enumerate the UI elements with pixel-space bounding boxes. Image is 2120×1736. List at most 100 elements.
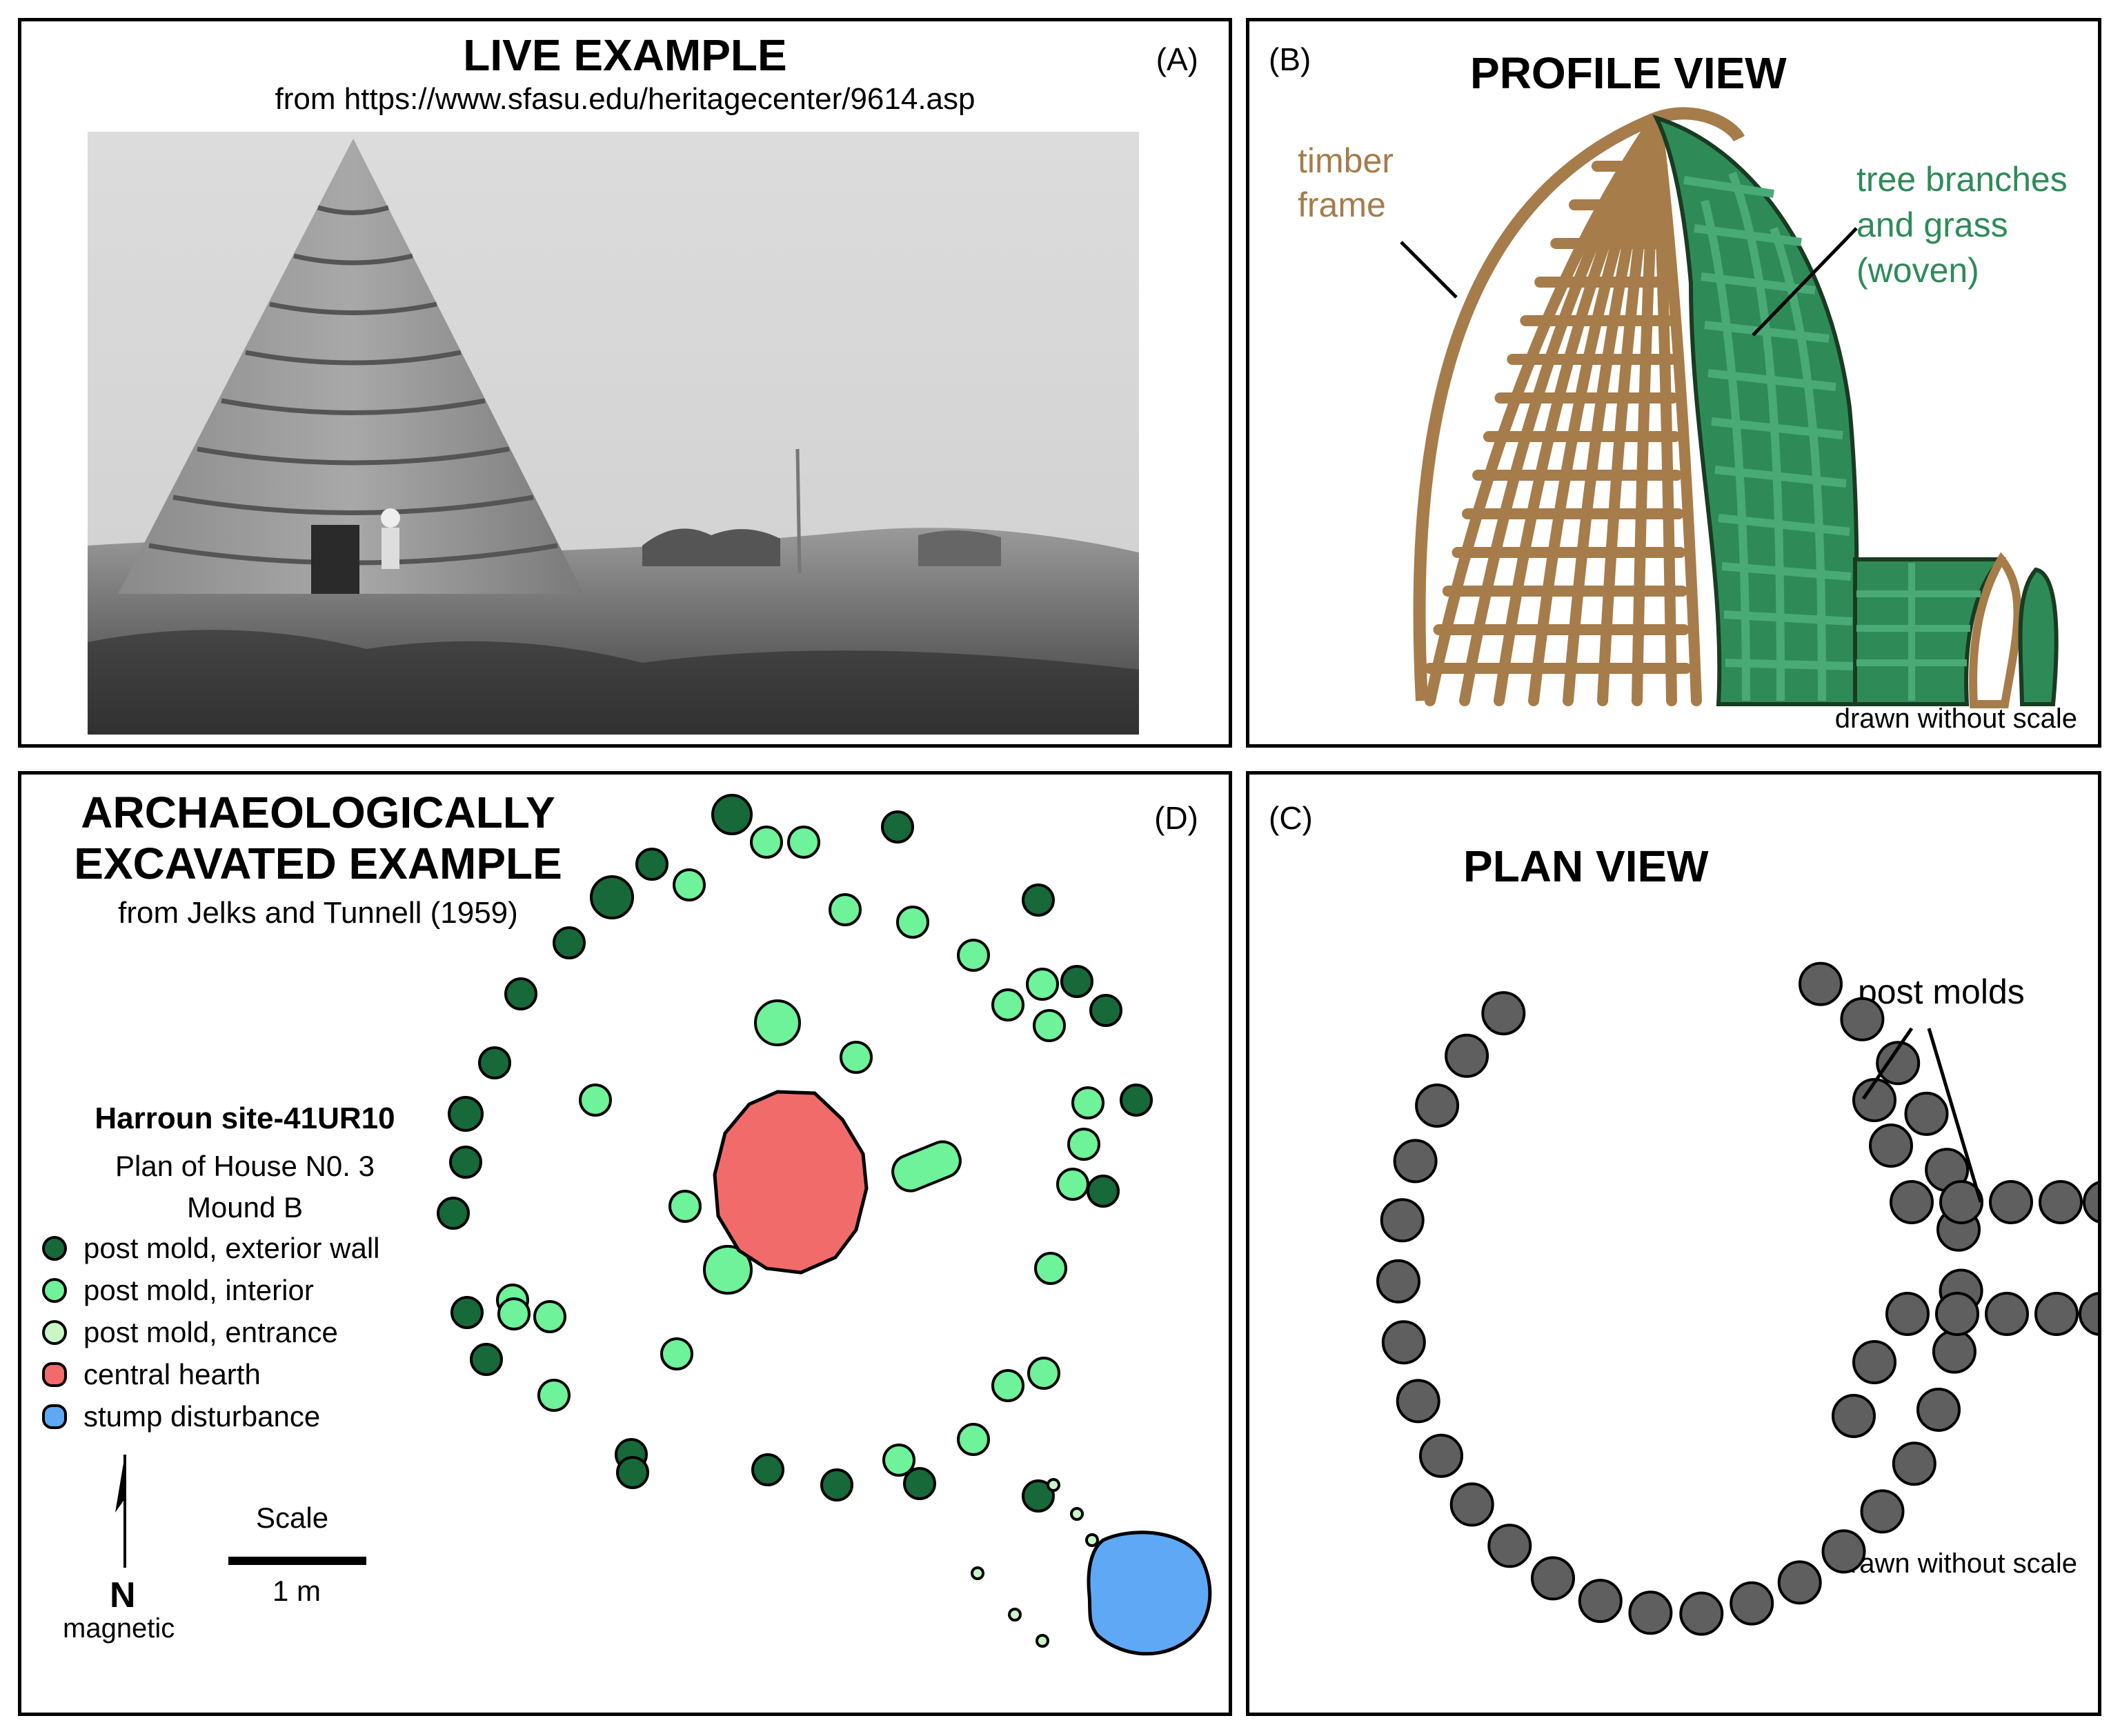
post-mold (1852, 1078, 1896, 1122)
stump-disturbance (1087, 1530, 1212, 1656)
post-mold-interior (750, 826, 783, 859)
post-mold-interior (896, 906, 929, 939)
panel-a-source: from https://www.sfasu.edu/heritagecente… (275, 82, 975, 116)
panel-c-title: PLAN VIEW (1463, 841, 1709, 891)
panel-a-title: LIVE EXAMPLE (463, 30, 787, 80)
post-mold (1380, 1198, 1425, 1243)
panel-plan-view: (C) PLAN VIEW post molds drawn without s… (1246, 771, 2101, 1716)
post-mold-exterior (448, 1096, 484, 1132)
post-mold-interior (787, 826, 820, 859)
post-mold-entrance-row (1890, 1180, 1934, 1224)
post-mold (1381, 1320, 1426, 1365)
post-mold-interior (882, 1444, 915, 1477)
post-mold-interior (754, 999, 801, 1046)
panel-profile-view: (B) PROFILE VIEW timber frame tree branc… (1246, 18, 2101, 748)
post-mold-interior (1071, 1086, 1104, 1119)
panel-a-letter: (A) (1156, 41, 1198, 77)
panel-d-title: ARCHAEOLOGICALLY EXCAVATED EXAMPLE (74, 788, 562, 888)
panel-c-letter: (C) (1269, 800, 1313, 836)
post-mold (1832, 1394, 1876, 1438)
photo-hut (118, 139, 584, 594)
post-mold (1396, 1379, 1440, 1424)
legend-swatch (42, 1319, 67, 1345)
post-mold-interior (537, 1379, 571, 1412)
post-mold-exterior (504, 977, 537, 1010)
panel-b-letter: (B) (1269, 41, 1311, 77)
post-mold (1852, 1340, 1896, 1384)
post-mold-interior (1056, 1168, 1089, 1201)
post-mold-entrance-row (2079, 1292, 2098, 1336)
north-arrow (115, 1455, 126, 1568)
leader-timber-frame (1400, 241, 1458, 299)
post-mold (1445, 1033, 1489, 1078)
post-mold (1916, 1388, 1961, 1432)
label-tree-branches: tree branches and grass (woven) (1856, 160, 2068, 290)
panel-b-note: drawn without scale (1834, 704, 2077, 734)
post-mold-interior (1026, 968, 1059, 1001)
post-mold (1419, 1433, 1463, 1478)
post-mold-exterior (449, 1146, 482, 1179)
post-mold (1892, 1441, 1936, 1486)
excavation-plan (115, 794, 1212, 1656)
post-mold-exterior (1022, 884, 1055, 917)
post-mold (1821, 1529, 1866, 1574)
post-mold-interior (703, 1245, 753, 1295)
post-mold (1869, 1124, 1913, 1168)
post-mold-exterior (1060, 965, 1093, 998)
post-mold-interior (957, 939, 990, 972)
post-mold-exterior (1120, 1084, 1153, 1117)
grass-house-photo (88, 132, 1139, 735)
legend-swatch (42, 1361, 67, 1387)
scale-value: 1 m (273, 1575, 321, 1607)
panel-c-note: drawn without scale (1834, 1548, 2077, 1579)
leader-post-mold-2 (1927, 1028, 1983, 1203)
timber-frame-rib (1528, 112, 1662, 706)
plan-post-molds (1376, 961, 2098, 1636)
post-mold (1840, 997, 1885, 1041)
legend-label: post mold, interior (83, 1273, 314, 1306)
timber-frame-rib (1563, 112, 1662, 706)
timber-frame-lattice (1424, 112, 1702, 706)
plan-view-drawing (1376, 961, 2098, 1636)
post-mold-interior (991, 1369, 1024, 1402)
post-mold (1777, 1560, 1822, 1605)
legend: post mold, exterior wall post mold, inter… (42, 1227, 380, 1437)
post-mold-interior (673, 868, 706, 901)
post-mold (1730, 1581, 1774, 1626)
post-mold-entrance-row (1989, 1180, 2033, 1224)
post-mold-entrance (1036, 1634, 1049, 1648)
central-hearth (713, 1090, 869, 1275)
post-mold-exterior (1087, 1175, 1120, 1208)
photo-hut-door (311, 525, 359, 594)
post-mold-interior (1034, 1252, 1067, 1285)
legend-label: post mold, entrance (83, 1315, 338, 1348)
post-mold-exterior (553, 926, 586, 959)
post-mold-exterior (478, 1046, 511, 1079)
post-mold-exterior (450, 1296, 484, 1329)
entrance-arch-cover (2018, 567, 2059, 706)
post-mold-exterior (881, 810, 914, 844)
timber-frame-rib (1494, 112, 1662, 706)
timber-frame-rib (1597, 112, 1662, 706)
post-mold-interior-elongated (891, 1140, 962, 1193)
post-mold-entrance-row (1985, 1292, 2029, 1336)
post-mold-entrance (971, 1566, 984, 1580)
legend-item: post mold, exterior wall (42, 1227, 380, 1269)
north-label: N (110, 1575, 136, 1615)
post-mold-interior (1027, 1357, 1060, 1390)
legend-item: post mold, interior (42, 1269, 380, 1311)
post-mold-exterior (470, 1343, 503, 1376)
photo-trees (642, 528, 780, 566)
legend-label: central hearth (83, 1357, 261, 1390)
post-mold (1679, 1591, 1724, 1636)
panel-excavated-example: ARCHAEOLOGICALLY EXCAVATED EXAMPLE from … (18, 771, 1232, 1716)
timber-frame-rib (1425, 112, 1662, 706)
site-name: Harroun site-41UR10 (95, 1101, 395, 1135)
post-mold-interior (497, 1297, 531, 1330)
scale-title: Scale (256, 1501, 329, 1534)
post-mold-entrance (1008, 1608, 1022, 1622)
post-mold-exterior (1089, 994, 1122, 1027)
post-mold-exterior (635, 848, 668, 881)
post-mold (1904, 1091, 1949, 1136)
post-mold-interior (957, 1423, 990, 1456)
